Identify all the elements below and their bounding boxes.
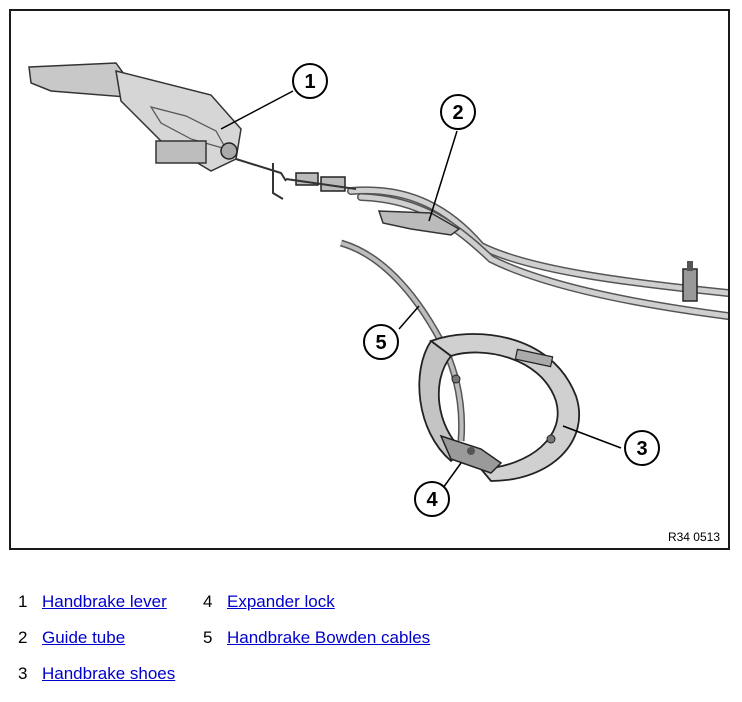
svg-text:2: 2	[452, 102, 463, 124]
guide-tube-drawing	[347, 186, 728, 320]
legend-link-handbrake-bowden-cables[interactable]: Handbrake Bowden cables	[227, 628, 431, 647]
svg-text:3: 3	[636, 438, 647, 460]
diagram-figure: 1 2 3 4 5 R34 0513	[9, 9, 730, 550]
callout-5: 5	[363, 324, 399, 360]
legend-link-guide-tube[interactable]: Guide tube	[42, 628, 126, 647]
callout-4: 4	[414, 481, 450, 517]
legend-link-expander-lock[interactable]: Expander lock	[227, 592, 335, 611]
legend: 1 Handbrake lever 2 Guide tube 3 Handbra…	[0, 585, 742, 695]
handbrake-lever-drawing	[28, 62, 357, 200]
legend-number: 4	[203, 592, 213, 611]
callout-3: 3	[624, 430, 660, 466]
figure-reference-code: R34 0513	[667, 530, 720, 544]
callout-leader-lines	[220, 90, 622, 489]
legend-link-handbrake-lever[interactable]: Handbrake lever	[42, 592, 167, 611]
legend-link-handbrake-shoes[interactable]: Handbrake shoes	[42, 664, 176, 683]
handbrake-shoes-drawing	[418, 333, 581, 482]
callout-2: 2	[440, 94, 476, 130]
legend-number: 2	[18, 628, 28, 647]
legend-number: 5	[203, 628, 213, 647]
svg-text:5: 5	[375, 332, 386, 354]
svg-text:1: 1	[304, 71, 315, 93]
svg-text:4: 4	[426, 489, 438, 511]
legend-number: 3	[18, 664, 28, 683]
diagram-drawing: 1 2 3 4 5	[28, 62, 728, 517]
legend-number: 1	[18, 592, 28, 611]
callout-1: 1	[292, 63, 328, 99]
